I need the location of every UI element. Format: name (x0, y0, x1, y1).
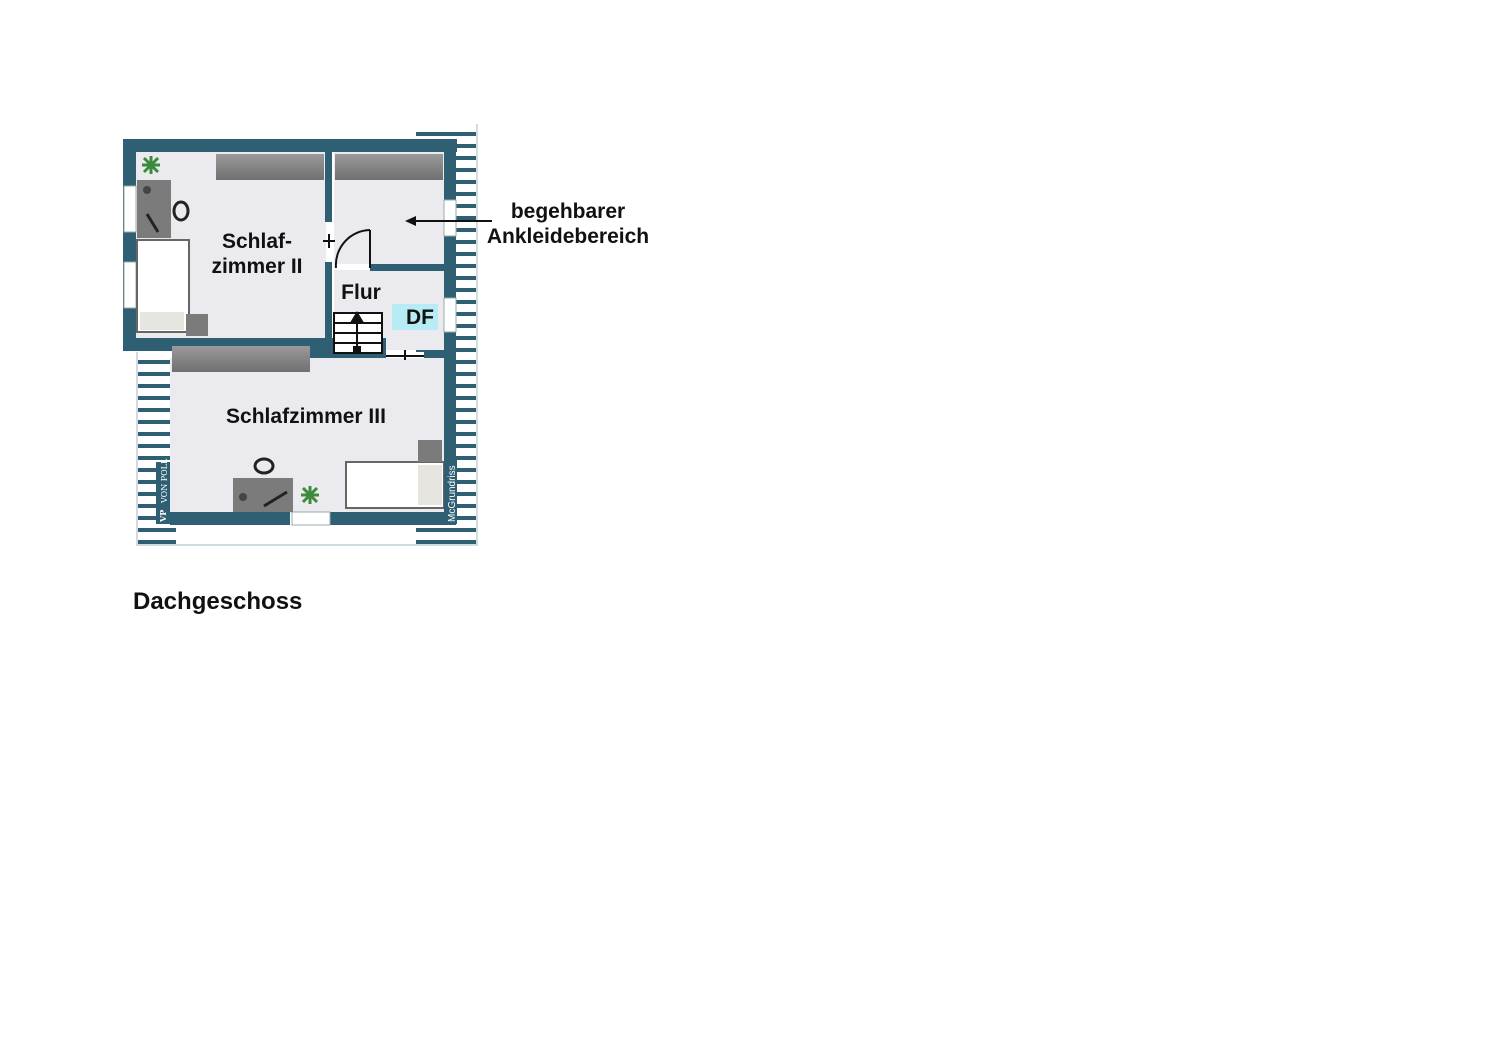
skylight-label: DF (406, 306, 434, 329)
room-label-bedroom-2: zimmer II (211, 255, 302, 278)
nightstand-icon (186, 314, 208, 336)
plant-icon (142, 156, 160, 174)
roof-edge-bottom (136, 544, 478, 546)
wardrobes (172, 154, 443, 372)
desk-icon (137, 180, 171, 238)
plant-icon (301, 486, 319, 504)
nightstand-icon (418, 440, 442, 462)
chair-icon (253, 457, 275, 475)
svg-text:McGrundriss: McGrundriss (447, 465, 458, 522)
room-label-bedroom-2: Schlaf- (222, 230, 292, 253)
bedroom-3-furniture (233, 440, 445, 512)
svg-text:VP: VP (158, 510, 168, 523)
skylight (392, 304, 438, 330)
mcgrundriss-logo: McGrundriss (444, 460, 458, 524)
svg-text:VON POLL: VON POLL (160, 458, 169, 504)
door-icon (323, 229, 424, 360)
annotation-walk-in-closet: begehbarer (511, 200, 625, 223)
annotation-walk-in-closet: Ankleidebereich (487, 225, 649, 248)
room-label-bedroom-3: Schlafzimmer III (226, 405, 386, 428)
annotation-arrow (405, 216, 492, 226)
chair-icon (172, 200, 190, 222)
room-label-hallway: Flur (341, 281, 381, 304)
stairs-icon (333, 311, 383, 354)
von-poll-logo: VP VON POLL (156, 458, 170, 524)
windows (123, 185, 457, 526)
floor-caption: Dachgeschoss (133, 588, 303, 615)
bedroom-2-furniture (136, 156, 208, 336)
